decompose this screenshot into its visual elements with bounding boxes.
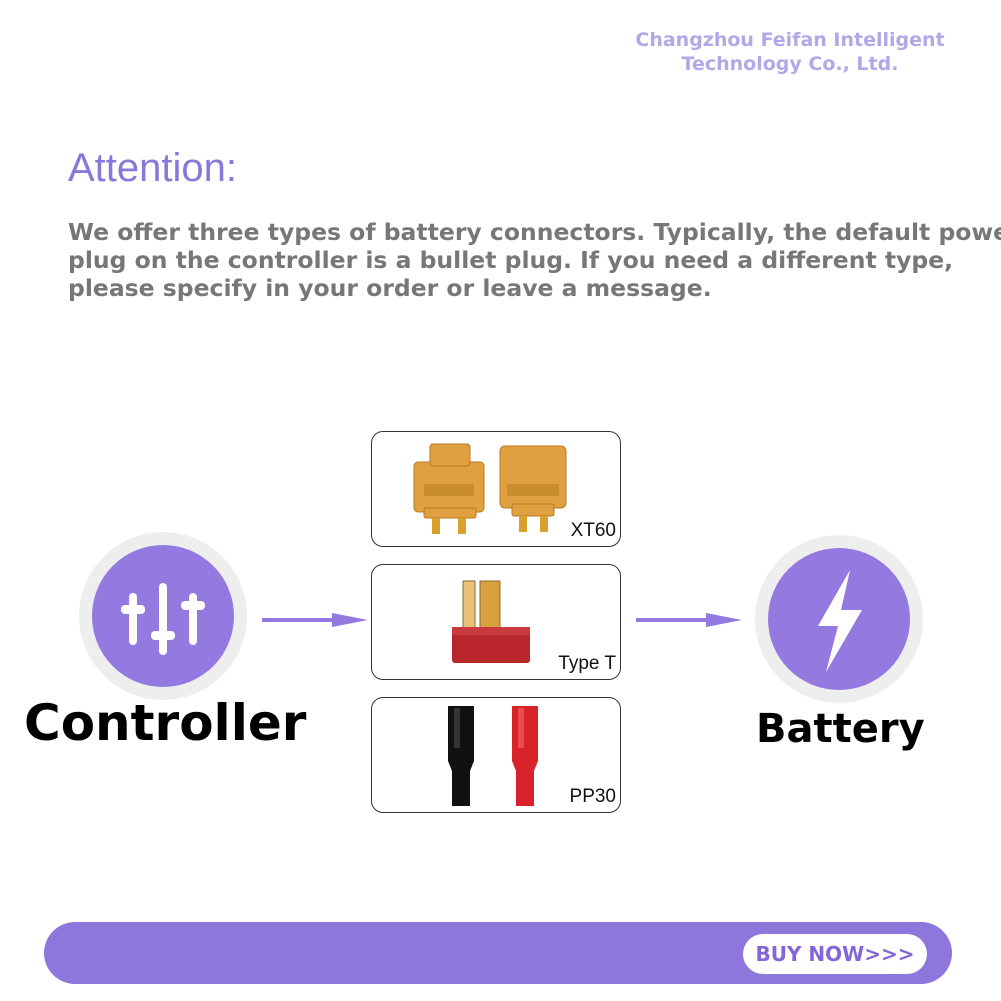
battery-label: Battery: [756, 706, 925, 752]
connector-label: XT60: [570, 520, 616, 541]
connector-label: Type T: [558, 653, 616, 674]
notice-line: please specify in your order or leave a …: [68, 274, 712, 302]
battery-badge: [755, 535, 923, 703]
connector-option-xt60: XT60: [371, 431, 621, 547]
connector-label: PP30: [569, 786, 616, 807]
company-name-line1: Changzhou Feifan Intelligent: [635, 29, 945, 51]
controller-label: Controller: [24, 694, 307, 752]
arrow-right-icon: [262, 613, 368, 627]
pp30-connector-image: [448, 706, 538, 806]
company-name: Changzhou Feifan Intelligent Technology …: [570, 28, 1001, 76]
notice-line: We offer three types of battery connecto…: [68, 218, 1001, 246]
xt60-connector-image: [413, 443, 567, 534]
connector-option-type-t: Type T: [371, 564, 621, 680]
buy-now-button[interactable]: BUY NOW>>>: [743, 934, 927, 974]
arrow-right-icon: [636, 613, 742, 627]
notice-description: We offer three types of battery connecto…: [68, 218, 1001, 302]
notice-line: plug on the controller is a bullet plug.…: [68, 246, 954, 274]
type-t-connector-image: [452, 580, 530, 663]
attention-title: Attention:: [68, 146, 238, 190]
company-name-line2: Technology Co., Ltd.: [681, 53, 899, 75]
connector-option-pp30: PP30: [371, 697, 621, 813]
controller-badge: [79, 532, 247, 700]
lightning-bolt-icon: [818, 570, 862, 672]
sliders-icon: [121, 583, 205, 655]
